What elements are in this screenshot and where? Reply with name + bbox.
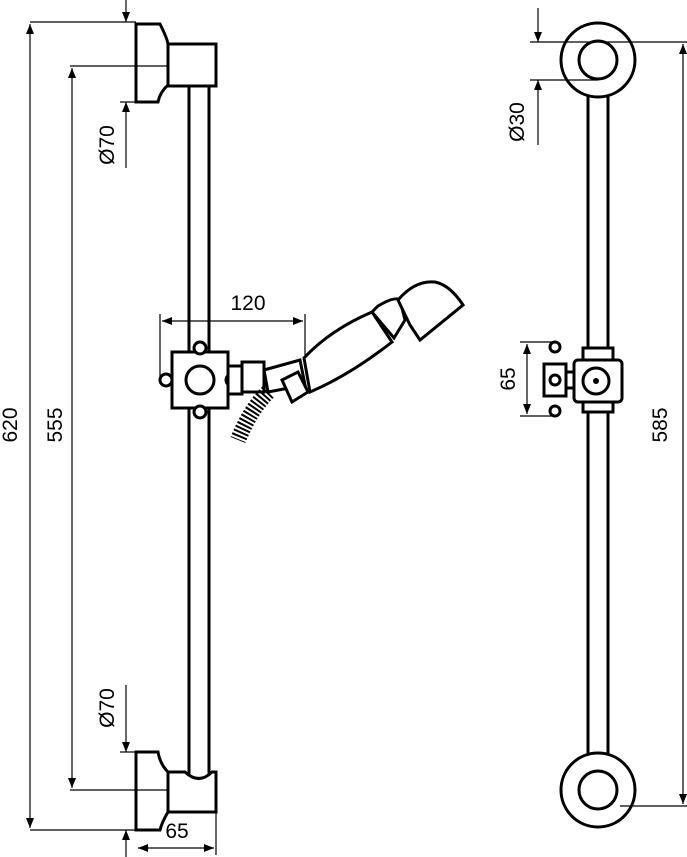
wall-flange-bottom bbox=[134, 750, 170, 832]
dim-label: 555 bbox=[44, 407, 67, 442]
dimension-585: 585 bbox=[620, 44, 687, 807]
hand-shower bbox=[262, 280, 465, 405]
dim-label: Ø70 bbox=[96, 125, 119, 165]
dim-label: 65 bbox=[497, 367, 520, 390]
dimension-diameter-top: Ø70 bbox=[96, 0, 136, 168]
dimension-diameter-30: Ø30 bbox=[506, 8, 687, 145]
bracket-block-top bbox=[166, 42, 218, 88]
side-view bbox=[134, 22, 465, 832]
hose bbox=[230, 386, 274, 444]
dim-label: 585 bbox=[649, 407, 672, 442]
dim-label: 620 bbox=[0, 407, 22, 442]
dimension-diameter-bottom: Ø70 bbox=[96, 685, 136, 857]
dim-label: Ø70 bbox=[96, 688, 119, 728]
dimension-65-slider: 65 bbox=[497, 341, 555, 417]
dimension-555: 555 bbox=[44, 65, 168, 791]
dim-label: 120 bbox=[230, 292, 265, 315]
wall-flange-top bbox=[134, 22, 170, 104]
front-view bbox=[542, 21, 637, 829]
bracket-block-bottom bbox=[166, 770, 218, 814]
slider bbox=[158, 340, 266, 420]
dimension-620: 620 bbox=[0, 21, 136, 831]
dimension-120: 120 bbox=[159, 292, 306, 380]
dim-label: Ø30 bbox=[506, 102, 529, 142]
slider-front bbox=[542, 340, 624, 418]
dim-label: 65 bbox=[165, 820, 188, 843]
dimension-65-depth: 65 bbox=[138, 812, 217, 855]
